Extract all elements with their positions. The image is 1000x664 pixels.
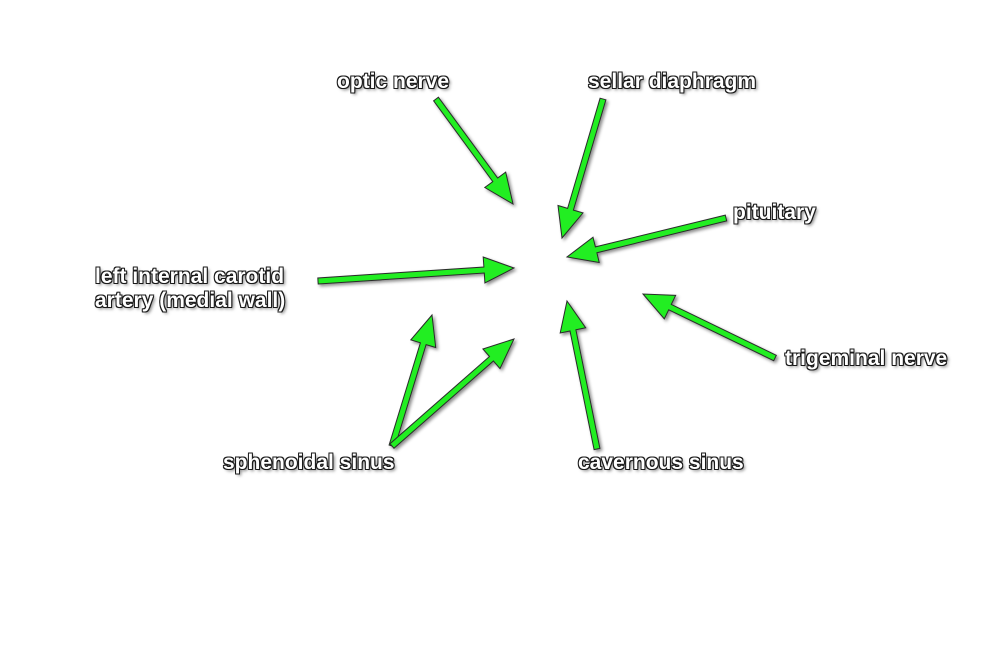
- label-carotid-line-1: left internal carotid: [95, 265, 285, 288]
- label-left-internal-carotid-artery: left internal carotid artery (medial wal…: [95, 265, 285, 313]
- arrow-trigeminal-nerve: [641, 293, 777, 362]
- arrow-pituitary: [565, 214, 728, 264]
- label-carotid-line-2: artery (medial wall): [95, 289, 286, 312]
- label-sphenoidal-sinus: sphenoidal sinus: [223, 451, 395, 474]
- label-sellar-diaphragm: sellar diaphragm: [588, 70, 757, 93]
- arrow-sphenoidal-sinus-2: [389, 338, 515, 450]
- label-optic-nerve: optic nerve: [337, 70, 450, 93]
- arrow-cavernous-sinus: [559, 299, 601, 451]
- arrow-sphenoidal-sinus-1: [388, 313, 437, 448]
- label-cavernous-sinus: cavernous sinus: [578, 451, 744, 474]
- arrow-optic-nerve: [432, 96, 514, 206]
- arrow-carotid-artery: [317, 256, 516, 285]
- arrow-sellar-diaphragm: [557, 97, 607, 240]
- label-trigeminal-nerve: trigeminal nerve: [785, 347, 948, 370]
- label-pituitary: pituitary: [733, 201, 816, 224]
